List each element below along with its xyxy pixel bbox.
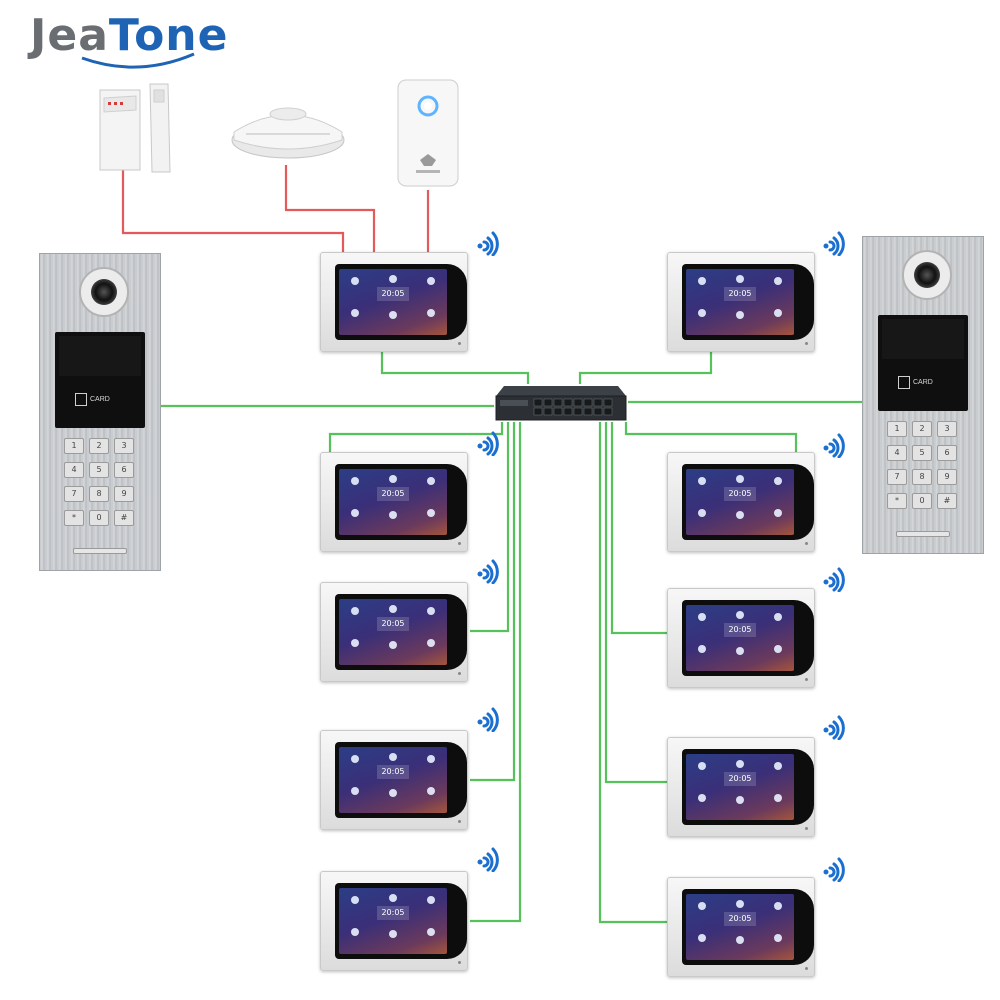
wifi-signal-icon xyxy=(823,857,845,882)
keypad-key[interactable]: 8 xyxy=(89,486,109,502)
keypad: 1 2 3 4 5 6 7 8 9 * 0 # xyxy=(64,438,144,526)
monitor-screen[interactable]: 20:05 xyxy=(686,894,794,960)
indoor-monitor: 20:05 xyxy=(320,252,468,352)
keypad-key[interactable]: * xyxy=(64,510,84,526)
keypad-key[interactable]: 0 xyxy=(89,510,109,526)
network-cables xyxy=(160,352,862,924)
card-reader-panel: CARD xyxy=(878,315,968,411)
keypad-key[interactable]: 5 xyxy=(912,445,932,461)
camera-icon xyxy=(902,250,952,300)
logo-swoosh-icon xyxy=(81,52,195,69)
wifi-signal-icon xyxy=(477,431,499,456)
indoor-monitor: 20:05 xyxy=(667,252,815,352)
clock-display: 20:05 xyxy=(724,287,756,301)
indoor-monitor: 20:05 xyxy=(320,871,468,971)
gateway-icon xyxy=(397,79,459,187)
name-slot xyxy=(896,531,950,537)
keypad-key[interactable]: # xyxy=(114,510,134,526)
keypad-key[interactable]: 3 xyxy=(114,438,134,454)
door-station-right: CARD 1 2 3 4 5 6 7 8 9 * 0 # xyxy=(862,236,984,554)
keypad-key[interactable]: 5 xyxy=(89,462,109,478)
keypad-key[interactable]: 4 xyxy=(887,445,907,461)
indoor-monitor: 20:05 xyxy=(320,582,468,682)
indoor-monitor: 20:05 xyxy=(667,452,815,552)
keypad-key[interactable]: 3 xyxy=(937,421,957,437)
clock-display: 20:05 xyxy=(377,617,409,631)
logo-text-blue: Tone xyxy=(108,10,229,61)
brand-logo: JeaTone xyxy=(30,10,228,61)
keypad-key[interactable]: 7 xyxy=(64,486,84,502)
clock-display: 20:05 xyxy=(724,912,756,926)
wifi-signal-icon xyxy=(823,433,845,458)
monitor-screen[interactable]: 20:05 xyxy=(339,269,447,335)
indoor-monitor: 20:05 xyxy=(667,588,815,688)
camera-icon xyxy=(79,267,129,317)
logo-text-gray: Jea xyxy=(30,10,109,61)
indoor-monitor: 20:05 xyxy=(320,452,468,552)
keypad-key[interactable]: 2 xyxy=(912,421,932,437)
keypad-key[interactable]: 6 xyxy=(937,445,957,461)
door-sensor-icon xyxy=(99,83,171,173)
clock-display: 20:05 xyxy=(377,906,409,920)
clock-display: 20:05 xyxy=(724,487,756,501)
wifi-signal-icon xyxy=(823,567,845,592)
keypad-key[interactable]: 9 xyxy=(114,486,134,502)
door-station-left: CARD 1 2 3 4 5 6 7 8 9 * 0 # xyxy=(39,253,161,571)
name-slot xyxy=(73,548,127,554)
indoor-monitor: 20:05 xyxy=(667,737,815,837)
monitor-screen[interactable]: 20:05 xyxy=(686,754,794,820)
keypad-key[interactable]: # xyxy=(937,493,957,509)
smoke-detector-icon xyxy=(231,107,345,159)
indoor-monitor: 20:05 xyxy=(667,877,815,977)
wifi-signal-icon xyxy=(477,559,499,584)
wifi-signal-icon xyxy=(477,231,499,256)
wifi-signal-icon xyxy=(823,231,845,256)
wifi-signal-icon xyxy=(823,715,845,740)
keypad-key[interactable]: 7 xyxy=(887,469,907,485)
keypad-key[interactable]: 4 xyxy=(64,462,84,478)
clock-display: 20:05 xyxy=(377,287,409,301)
clock-display: 20:05 xyxy=(377,487,409,501)
card-reader-panel: CARD xyxy=(55,332,145,428)
monitor-screen[interactable]: 20:05 xyxy=(686,269,794,335)
monitor-screen[interactable]: 20:05 xyxy=(686,469,794,535)
keypad-key[interactable]: 6 xyxy=(114,462,134,478)
card-label: CARD xyxy=(90,396,110,403)
keypad-key[interactable]: 1 xyxy=(887,421,907,437)
keypad-key[interactable]: * xyxy=(887,493,907,509)
monitor-screen[interactable]: 20:05 xyxy=(339,747,447,813)
alarm-wires xyxy=(121,165,430,252)
keypad-key[interactable]: 8 xyxy=(912,469,932,485)
card-label: CARD xyxy=(913,379,933,386)
keypad-key[interactable]: 1 xyxy=(64,438,84,454)
clock-display: 20:05 xyxy=(724,623,756,637)
keypad: 1 2 3 4 5 6 7 8 9 * 0 # xyxy=(887,421,967,509)
wifi-signal-icon xyxy=(477,847,499,872)
clock-display: 20:05 xyxy=(377,765,409,779)
monitor-screen[interactable]: 20:05 xyxy=(339,599,447,665)
keypad-key[interactable]: 0 xyxy=(912,493,932,509)
indoor-monitor: 20:05 xyxy=(320,730,468,830)
monitor-screen[interactable]: 20:05 xyxy=(686,605,794,671)
clock-display: 20:05 xyxy=(724,772,756,786)
keypad-key[interactable]: 9 xyxy=(937,469,957,485)
wifi-signal-icon xyxy=(477,707,499,732)
network-switch-icon xyxy=(495,386,627,421)
monitor-screen[interactable]: 20:05 xyxy=(339,888,447,954)
keypad-key[interactable]: 2 xyxy=(89,438,109,454)
monitor-screen[interactable]: 20:05 xyxy=(339,469,447,535)
